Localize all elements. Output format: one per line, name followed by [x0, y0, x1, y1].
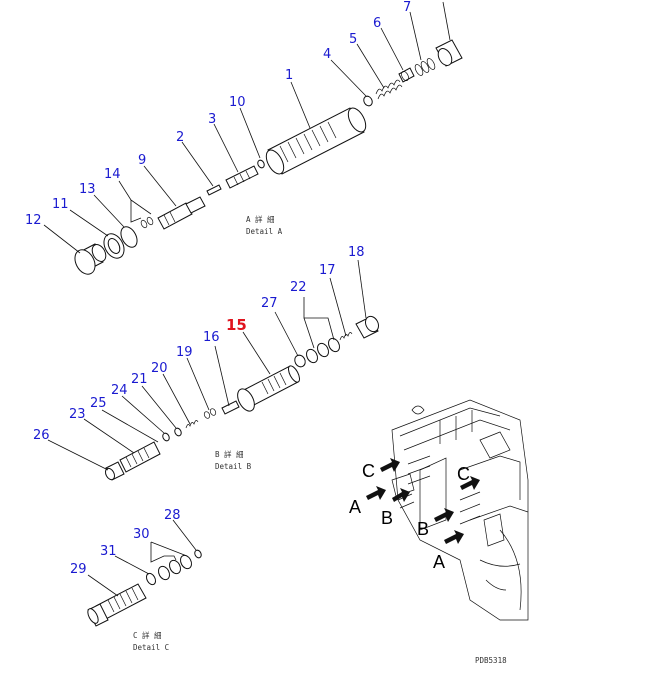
callout-23: 23: [69, 407, 86, 422]
part-1-body: [265, 107, 367, 175]
part-16-spool: [221, 400, 240, 415]
drawing-code: PDB5318: [475, 656, 507, 665]
callout-14: 14: [104, 167, 121, 182]
part-18-plug: [355, 315, 379, 339]
assembly-view: C C A B B A: [349, 399, 529, 621]
part-21-ring: [174, 427, 182, 437]
part-5-spring: [375, 79, 403, 100]
callout-11: 11: [52, 197, 69, 212]
view-letter-a-bottom: A: [433, 552, 445, 572]
part-6-plug: [398, 67, 415, 83]
part-15-body: [237, 365, 301, 412]
callout-12: 12: [25, 213, 42, 228]
part-12-nut: [74, 243, 107, 275]
callout-24: 24: [111, 383, 128, 398]
view-letter-b-left: B: [381, 508, 393, 528]
part-19-rings: [203, 408, 217, 419]
callout-31: 31: [100, 544, 117, 559]
part-13-oring: [120, 226, 138, 248]
callout-15: 15: [226, 316, 247, 334]
callout-7: 7: [403, 0, 411, 15]
callout-9: 9: [138, 153, 146, 168]
part-30-rings: [157, 554, 193, 581]
arrow-b-left: [392, 488, 410, 502]
callout-22: 22: [290, 280, 307, 295]
detail-a-group: 7 6 5 4 1 10 3 2 9 14 13 11 12 A 詳 細 Det…: [25, 0, 463, 275]
view-letter-b-right: B: [417, 519, 429, 539]
detail-a-caption-en: Detail A: [246, 227, 283, 236]
callout-1: 1: [285, 68, 293, 83]
part-7-rings: [414, 58, 436, 76]
detail-b-group: 18 17 22 27 15 16 19 20 21 24 25 23 26 B…: [33, 245, 379, 481]
detail-c-leaders: [87, 519, 197, 597]
part-3-spool: [225, 165, 259, 189]
part-29-body: [87, 583, 147, 627]
callout-13: 13: [79, 182, 96, 197]
part-17-spring: [339, 332, 353, 341]
detail-c-group: 28 30 31 29 C 詳 細 Detail C: [70, 508, 202, 652]
callout-26: 26: [33, 428, 50, 443]
detail-a-caption-jp: A 詳 細: [246, 214, 275, 224]
callout-28: 28: [164, 508, 181, 523]
callout-30: 30: [133, 527, 150, 542]
part-23-body: [119, 441, 161, 473]
callout-29: 29: [70, 562, 87, 577]
part-31-ring: [145, 572, 157, 586]
callout-18: 18: [348, 245, 365, 260]
callout-19: 19: [176, 345, 193, 360]
callout-27: 27: [261, 296, 278, 311]
part-10-ring: [257, 159, 265, 169]
callout-21: 21: [131, 372, 148, 387]
part-2-pin: [206, 184, 222, 196]
part-27-ring: [294, 354, 306, 368]
callout-2: 2: [176, 130, 184, 145]
detail-a-leaders: [43, 1, 451, 254]
part-20-spring: [185, 420, 199, 429]
view-letter-c-right: C: [457, 464, 470, 484]
part-4-washer: [363, 95, 373, 107]
callout-4: 4: [323, 47, 331, 62]
part-22-rings: [305, 337, 341, 364]
part-11-washer: [103, 233, 125, 259]
arrow-a-left: [366, 486, 386, 500]
detail-b-caption-jp: B 詳 細: [215, 449, 244, 459]
callout-3: 3: [208, 112, 216, 127]
arrow-a-bottom: [444, 530, 464, 544]
callout-5: 5: [349, 32, 357, 47]
part-24-ring: [162, 432, 170, 442]
detail-c-caption-jp: C 詳 細: [133, 630, 162, 640]
detail-b-caption-en: Detail B: [215, 462, 252, 471]
part-14-rings: [140, 216, 154, 229]
arrow-c-left: [380, 458, 400, 472]
arrow-c-right: [460, 476, 480, 490]
part-26-nut: [104, 461, 125, 481]
callout-6: 6: [373, 16, 381, 31]
callout-16: 16: [203, 330, 220, 345]
detail-b-leaders: [47, 259, 367, 471]
part-9-spool: [157, 196, 206, 230]
part-28-ring: [194, 549, 202, 559]
callout-17: 17: [319, 263, 336, 278]
arrow-b-right: [434, 508, 454, 522]
callout-10: 10: [229, 95, 246, 110]
view-letter-a-left: A: [349, 497, 361, 517]
callout-20: 20: [151, 361, 168, 376]
part-7-sleeve: [435, 39, 463, 67]
callout-25: 25: [90, 396, 107, 411]
detail-c-caption-en: Detail C: [133, 643, 169, 652]
view-letter-c-left: C: [362, 461, 375, 481]
